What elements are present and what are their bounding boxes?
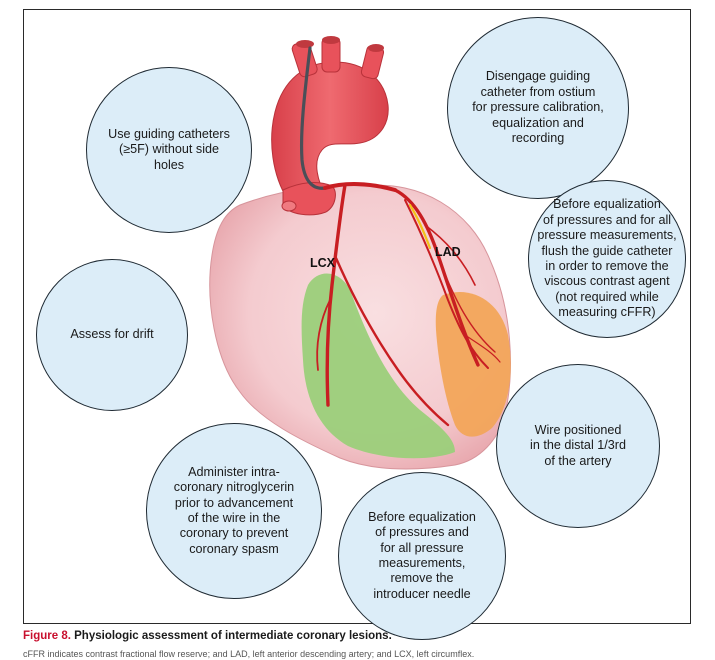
bubble-assess-drift: Assess for drift bbox=[36, 259, 188, 411]
lcx-branch-2 bbox=[316, 299, 331, 371]
distal-branch bbox=[464, 334, 501, 363]
lcx-territory bbox=[301, 273, 455, 459]
lad-diagonal-2 bbox=[424, 224, 476, 286]
lad-territory bbox=[435, 291, 511, 437]
guiding-catheter bbox=[299, 46, 327, 190]
bubble-guiding-catheters: Use guiding catheters (≥5F) without side… bbox=[86, 67, 252, 233]
lcx-branch-1 bbox=[334, 256, 450, 427]
bubble-introducer-needle: Before equalization of pressures and for… bbox=[338, 472, 506, 640]
aorta bbox=[271, 61, 389, 201]
figure-footnote: cFFR indicates contrast fractional flow … bbox=[23, 649, 475, 659]
bubble-flush-catheter: Before equalization of pressures and for… bbox=[528, 180, 686, 338]
lad-septal bbox=[439, 261, 496, 353]
lad-artery bbox=[393, 188, 480, 367]
bubble-nitroglycerin: Administer intra- coronary nitroglycerin… bbox=[146, 423, 322, 599]
figure-caption: Figure 8. Physiologic assessment of inte… bbox=[23, 630, 392, 642]
lad-label: LAD bbox=[435, 245, 461, 259]
lcx-label: LCX bbox=[310, 256, 336, 270]
bubble-wire-position: Wire positioned in the distal 1/3rd of t… bbox=[496, 364, 660, 528]
coronary-arteries bbox=[316, 182, 501, 427]
lad-diagonal-1 bbox=[404, 199, 489, 369]
figure-title: Physiologic assessment of intermediate c… bbox=[74, 630, 392, 642]
bubble-disengage-catheter: Disengage guiding catheter from ostium f… bbox=[447, 17, 629, 199]
lcx-artery bbox=[325, 183, 347, 407]
figure-number: Figure 8. bbox=[23, 630, 71, 642]
pressure-wire bbox=[408, 203, 432, 250]
left-main bbox=[323, 182, 397, 192]
